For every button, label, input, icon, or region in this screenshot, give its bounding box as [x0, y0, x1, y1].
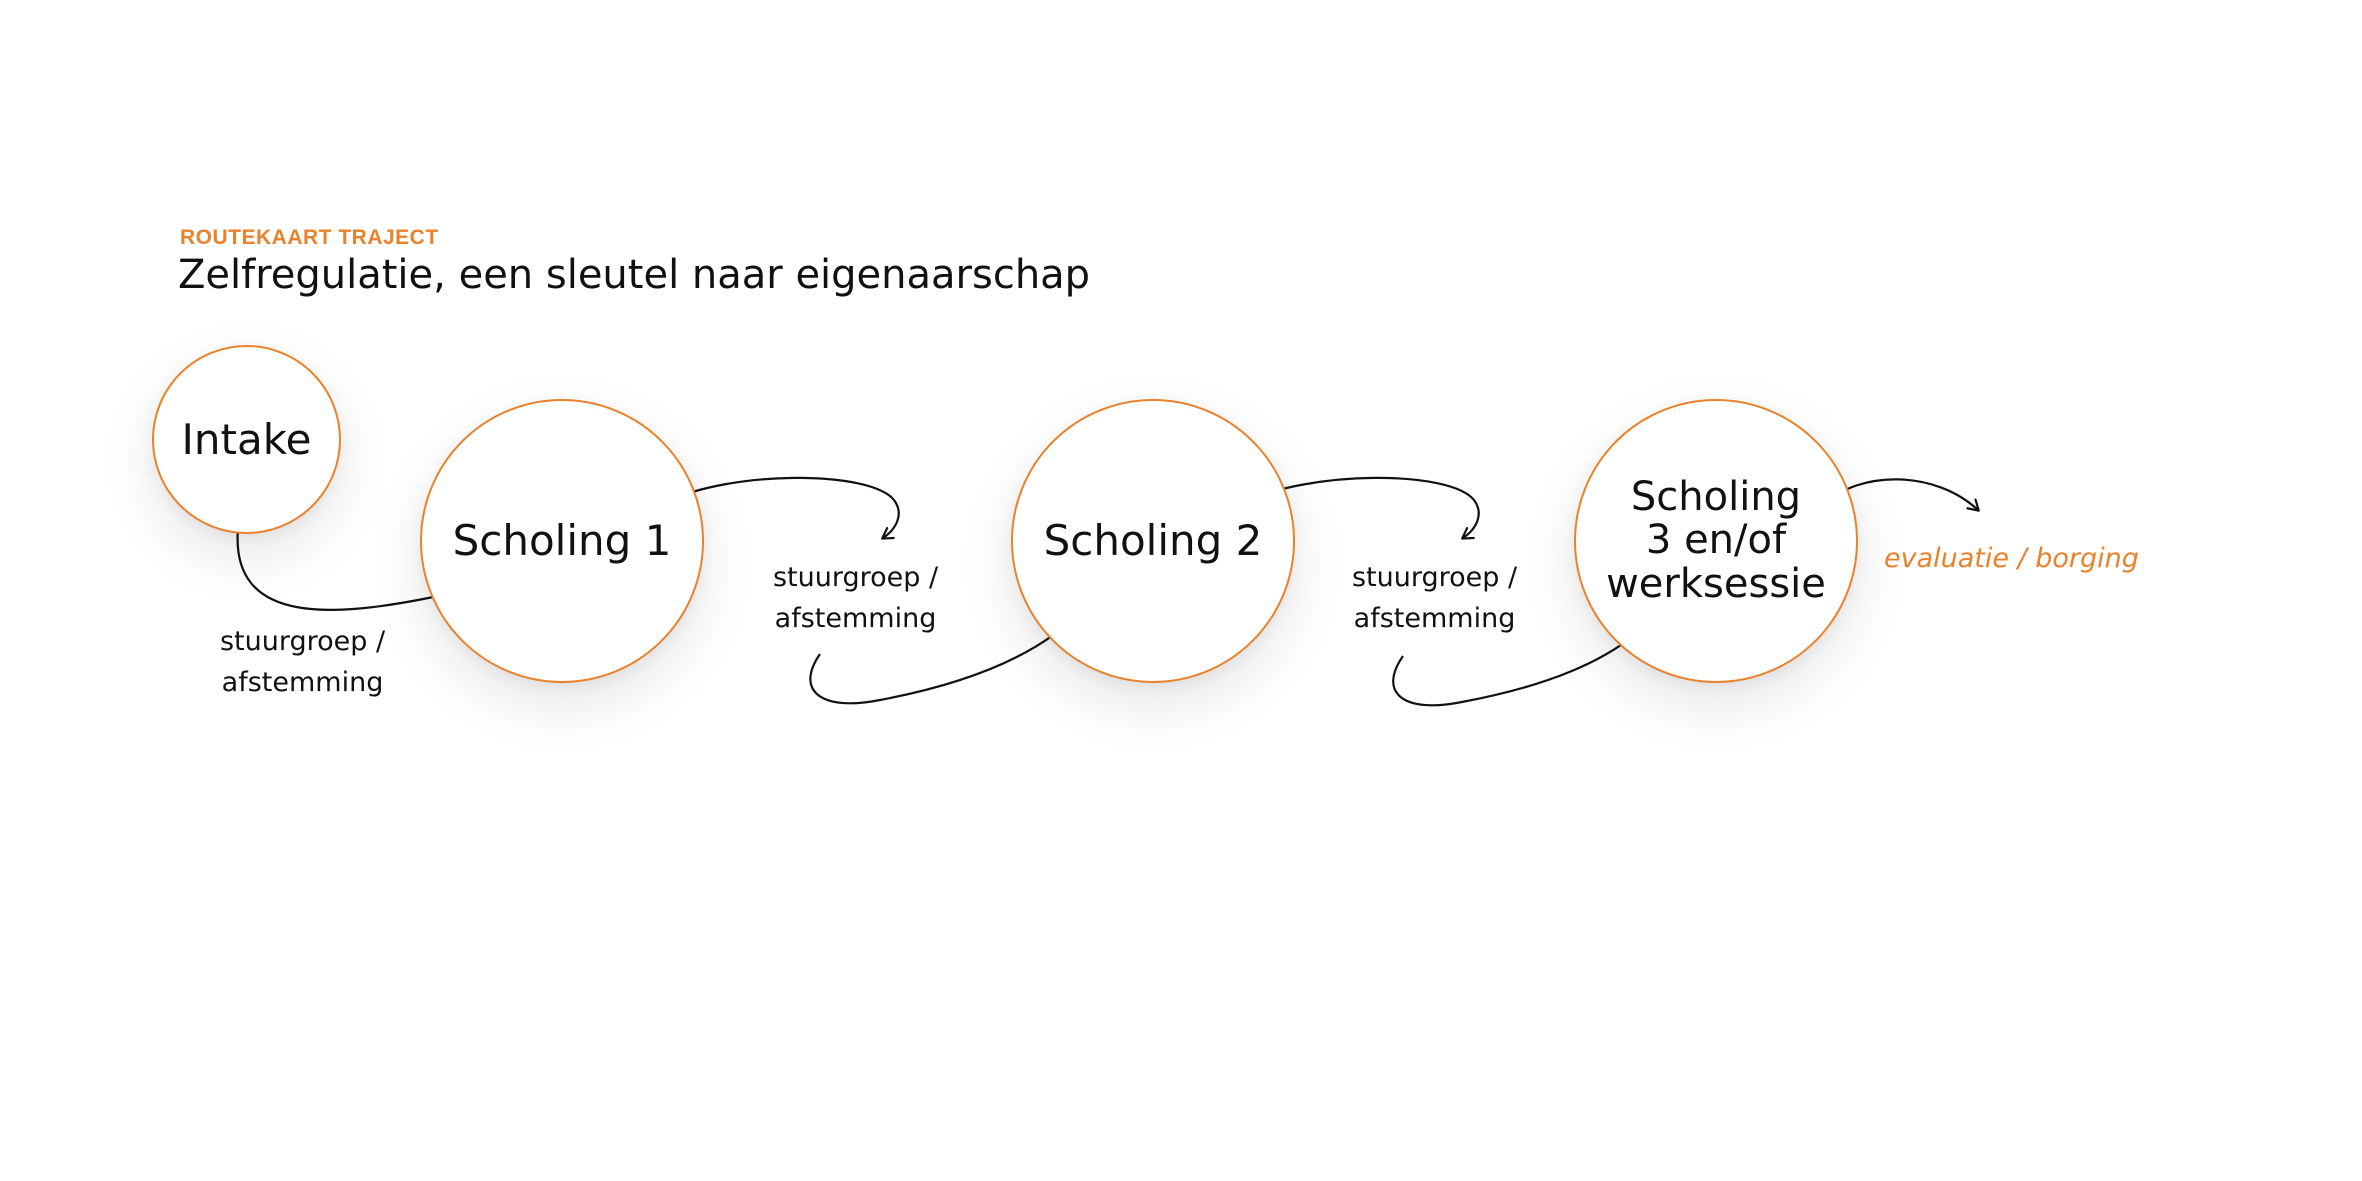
arrow-stuurgroep-to-scholing2: [809, 617, 1075, 705]
step-intake-label: Intake: [181, 414, 312, 464]
final-evaluatie-label: evaluatie / borging: [1884, 543, 2139, 574]
connector-label-2: stuurgroep / afstemming: [772, 562, 939, 634]
step-scholing2-label: Scholing 2: [1043, 516, 1263, 566]
connector-label-3: stuurgroep / afstemming: [1351, 562, 1518, 634]
connector-label-1: stuurgroep / afstemming: [219, 626, 386, 698]
step-scholing1-node: Scholing 1: [420, 399, 704, 683]
step-scholing2-node: Scholing 2: [1011, 399, 1295, 683]
step-scholing3-node: Scholing 3 en/of werksessie: [1574, 399, 1858, 683]
arrow-intake-to-scholing1: [236, 527, 452, 611]
step-scholing1-label: Scholing 1: [452, 516, 672, 566]
arrow-scholing1-to-stuurgroep: [663, 476, 900, 538]
step-scholing3-label: Scholing 3 en/of werksessie: [1606, 474, 1826, 607]
diagram-title: Zelfregulatie, een sleutel naar eigenaar…: [178, 252, 1091, 298]
arrow-scholing2-to-stuurgroep: [1242, 476, 1480, 538]
step-intake-node: Intake: [152, 345, 341, 534]
arrow-stuurgroep-to-scholing3: [1392, 618, 1653, 707]
diagram-eyebrow: ROUTEKAART TRAJECT: [180, 226, 439, 249]
